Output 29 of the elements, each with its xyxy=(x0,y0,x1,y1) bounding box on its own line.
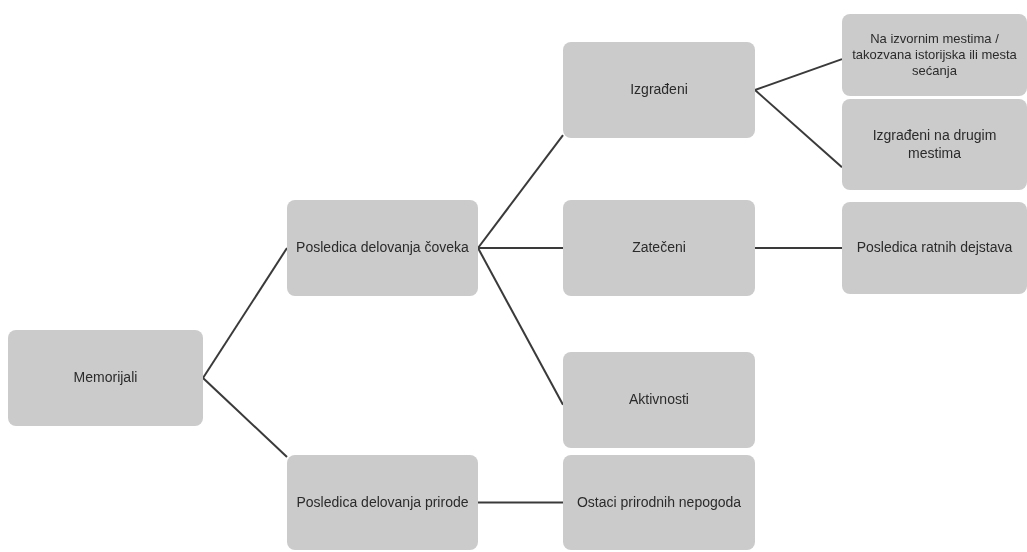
connector-line xyxy=(202,377,288,458)
category-box xyxy=(563,200,755,296)
box-label: Posledica ratnih dejstava xyxy=(856,239,1013,257)
connector-line xyxy=(754,247,843,249)
category-box xyxy=(842,99,1027,190)
box-label: Posledica delovanja prirode xyxy=(296,493,469,512)
box-label: Memorijali xyxy=(73,369,138,387)
category-box xyxy=(287,455,478,550)
category-box xyxy=(8,330,203,426)
connector-line xyxy=(477,247,564,406)
box-label: Zatečeni xyxy=(632,239,686,257)
box-label: Ostaci prirodnih nepogoda xyxy=(576,493,742,512)
box-label: Aktivnosti xyxy=(629,391,689,409)
box-label: Na izvornim mestima / takozvana istorijska ili mesta sećanja xyxy=(851,30,1018,80)
category-box xyxy=(842,14,1027,96)
category-box xyxy=(287,200,478,296)
category-box xyxy=(563,352,755,448)
connector-line xyxy=(754,89,843,169)
connector-line xyxy=(477,134,564,249)
connector-line xyxy=(754,58,843,91)
box-label: Izgrađeni na drugim mestima xyxy=(871,127,998,162)
connector-line xyxy=(202,247,288,379)
category-box xyxy=(563,42,755,138)
connector-line xyxy=(477,501,564,504)
box-label: Posledica delovanja čoveka xyxy=(296,239,469,257)
box-label: Izgrađeni xyxy=(630,81,688,99)
category-box xyxy=(842,202,1027,294)
category-box xyxy=(563,455,755,550)
connector-line xyxy=(477,247,564,249)
